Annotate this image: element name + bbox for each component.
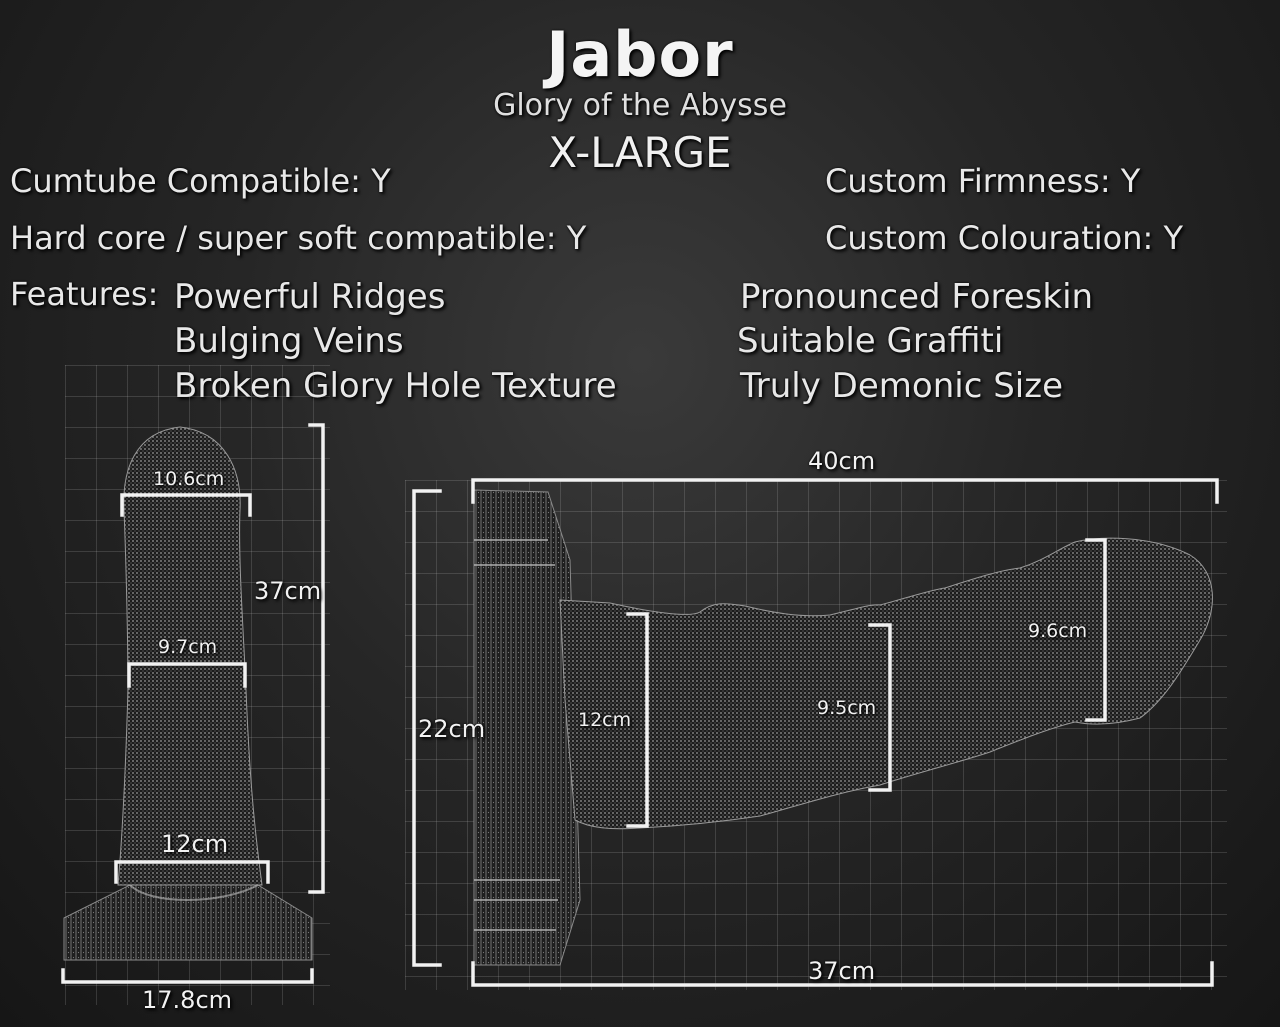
- front-length-label: 37cm: [254, 577, 322, 605]
- spec-firmness: Custom Firmness: Y: [825, 162, 1141, 200]
- side-shaft-length-label: 37cm: [808, 957, 876, 985]
- spec-hardcore: Hard core / super soft compatible: Y: [10, 219, 587, 257]
- side-overall-length-label: 40cm: [808, 447, 876, 475]
- front-tip-width-label: 10.6cm: [153, 468, 225, 490]
- front-view-model: [63, 426, 313, 961]
- feature-item: Broken Glory Hole Texture: [174, 366, 617, 406]
- feature-item: Suitable Graffiti: [737, 321, 1004, 361]
- feature-item: Powerful Ridges: [174, 277, 446, 317]
- spec-colouration: Custom Colouration: Y: [825, 219, 1183, 257]
- front-view-dimensions: [61, 423, 325, 984]
- product-title: Jabor: [546, 18, 734, 91]
- feature-item: Bulging Veins: [174, 321, 404, 361]
- side-height-label: 22cm: [418, 715, 486, 743]
- side-head-height-label: 9.6cm: [1028, 620, 1088, 642]
- side-mid-height-label: 9.5cm: [817, 697, 877, 719]
- features-label: Features:: [10, 275, 159, 313]
- front-foot-width-label: 17.8cm: [142, 986, 233, 1014]
- front-base-width-label: 12cm: [161, 830, 229, 858]
- feature-item: Truly Demonic Size: [740, 366, 1063, 406]
- front-mid-width-label: 9.7cm: [158, 636, 218, 658]
- product-subtitle: Glory of the Abysse: [493, 88, 787, 123]
- side-base-height-label: 12cm: [578, 709, 632, 731]
- spec-cumtube: Cumtube Compatible: Y: [10, 162, 391, 200]
- product-size: X-LARGE: [548, 128, 732, 177]
- side-view-dimensions: [412, 478, 1219, 987]
- feature-item: Pronounced Foreskin: [740, 277, 1094, 317]
